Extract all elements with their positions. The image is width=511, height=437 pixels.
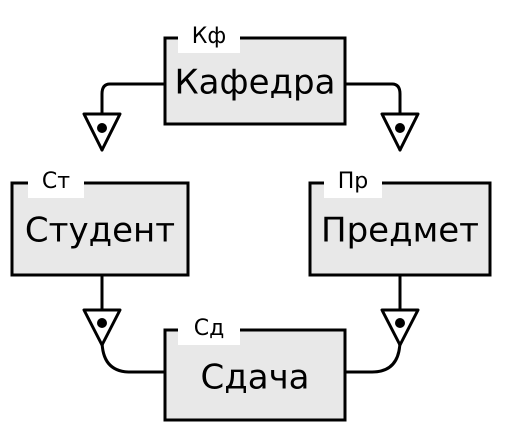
connector-kafedra-predmet	[343, 82, 402, 152]
entity-predmet-box	[308, 181, 492, 277]
entity-kafedra-abbr: Кф	[192, 24, 226, 49]
many-marker-student-sdacha	[82, 308, 122, 347]
entity-sdacha-name: Сдача	[200, 358, 309, 398]
entity-sdacha-abbr: Сд	[194, 316, 225, 341]
many-marker-kafedra-student	[82, 112, 122, 152]
many-marker-kafedra-predmet	[380, 112, 420, 152]
entity-predmet-abbr: Пр	[338, 169, 369, 194]
entity-student-abbr: Ст	[42, 169, 70, 194]
entity-student-name: Студент	[25, 211, 175, 251]
many-marker-predmet-sdacha	[380, 308, 420, 347]
entity-kafedra-name: Кафедра	[175, 63, 336, 103]
entity-predmet-name: Предмет	[321, 211, 479, 251]
connector-kafedra-student	[100, 82, 167, 152]
entity-student-box	[10, 181, 190, 277]
entity-predmet: Пр Предмет	[308, 169, 492, 277]
entity-sdacha: Сд Сдача	[163, 316, 347, 422]
entity-kafedra: Кф Кафедра	[163, 24, 347, 126]
entity-student: Ст Студент	[10, 169, 190, 277]
entity-sdacha-box	[163, 328, 347, 422]
